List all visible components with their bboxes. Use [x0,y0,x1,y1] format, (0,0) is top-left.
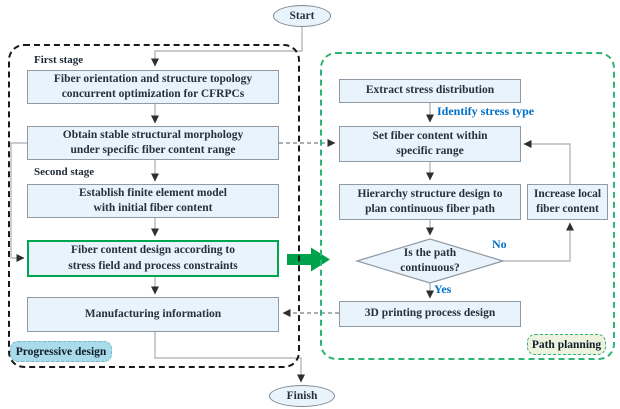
finish-label: Finish [286,390,318,402]
progressive-design-badge: Progressive design [10,341,112,362]
box-hierarchy-structure: Hierarchy structure design to plan conti… [339,184,521,220]
box-extract-stress: Extract stress distribution [339,79,521,103]
box-set-fiber-content: Set fiber content within specific range [339,126,521,162]
decision-path-continuous: Is the path continuous? [400,247,460,274]
identify-stress-type-label: Identify stress type [437,104,535,118]
finish-terminal: Finish [269,385,335,407]
second-stage-label: Second stage [34,166,95,178]
path-planning-badge: Path planning [527,334,606,355]
start-label: Start [289,10,315,22]
no-label: No [492,237,507,251]
box-stable-morphology: Obtain stable structural morphology unde… [27,126,279,160]
box-manufacturing-information: Manufacturing information [27,297,279,332]
box-fiber-content-design: Fiber content design according to stress… [27,240,279,277]
box-finite-element-model: Establish finite element model with init… [27,184,279,218]
progressive-design-panel [8,44,300,368]
box-increase-local-fiber: Increase local fiber content [527,184,608,220]
first-stage-label: First stage [34,54,84,66]
path-planning-panel [320,52,615,360]
box-3d-printing-design: 3D printing process design [339,301,521,327]
box-fiber-orientation-optimization: Fiber orientation and structure topology… [27,70,279,104]
start-terminal: Start [273,5,331,27]
yes-label: Yes [434,282,452,296]
